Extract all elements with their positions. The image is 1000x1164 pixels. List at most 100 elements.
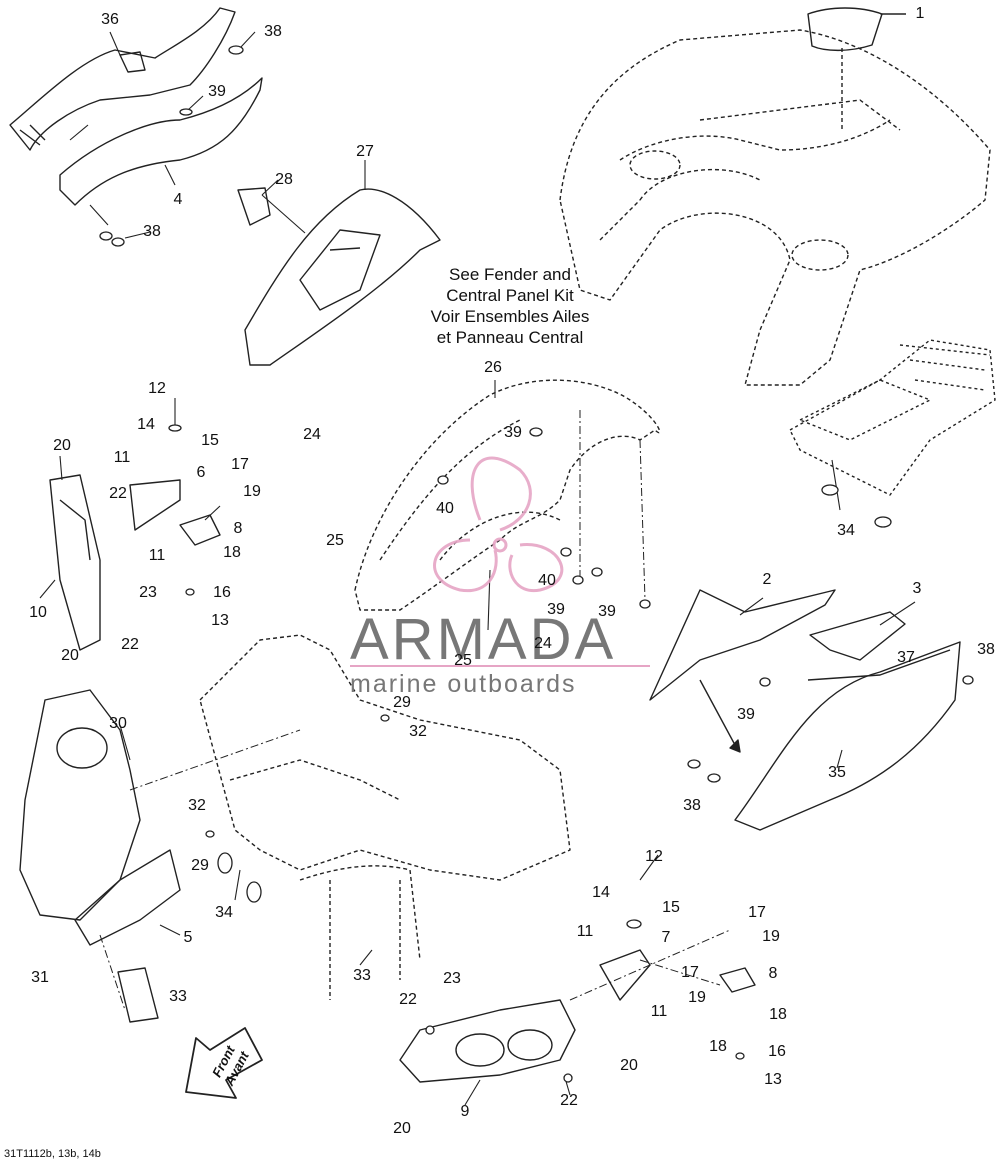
watermark-tagline: marine outboards: [350, 670, 577, 698]
part-callout-17: 17: [231, 456, 249, 473]
part-callout-8: 8: [233, 520, 243, 537]
part-callout-19: 19: [762, 928, 780, 945]
part-callout-10: 10: [29, 604, 47, 621]
part-callout-38: 38: [683, 797, 701, 814]
kit-reference-note: See Fender and Central Panel Kit Voir En…: [420, 264, 600, 348]
part-callout-40: 40: [436, 500, 454, 517]
part-callout-5: 5: [183, 929, 193, 946]
part-callout-20: 20: [53, 437, 71, 454]
part-callout-20: 20: [620, 1057, 638, 1074]
part-callout-34: 34: [215, 904, 233, 921]
part-callout-37: 37: [897, 649, 915, 666]
part-callout-14: 14: [592, 884, 610, 901]
front-body-part: [199, 634, 571, 1000]
part-callout-38: 38: [977, 641, 995, 658]
part-callout-39: 39: [598, 603, 616, 620]
kit-note-line: et Panneau Central: [436, 328, 584, 347]
part-callout-11: 11: [113, 449, 131, 466]
part-callout-11: 11: [650, 1003, 668, 1020]
part-callout-11: 11: [576, 923, 594, 940]
left-headlight-part: [49, 474, 181, 651]
left-side-panel-part: [9, 7, 263, 206]
part-callout-39: 39: [737, 706, 755, 723]
part-callout-25: 25: [326, 532, 344, 549]
part-callout-1: 1: [915, 5, 925, 22]
part-callout-26: 26: [484, 359, 502, 376]
part-callout-7: 7: [661, 929, 671, 946]
rear-rack-part: [789, 339, 996, 496]
front-direction-arrow: [185, 1027, 263, 1099]
part-callout-12: 12: [148, 380, 166, 397]
center-cover-part: [237, 187, 441, 366]
part-callout-23: 23: [139, 584, 157, 601]
part-callout-4: 4: [173, 191, 183, 208]
kit-note-line: Voir Ensembles Ailes: [430, 307, 590, 326]
fender-sticker-part: [807, 7, 883, 52]
part-callout-38: 38: [143, 223, 161, 240]
part-callout-18: 18: [709, 1038, 727, 1055]
part-callout-39: 39: [547, 601, 565, 618]
part-callout-13: 13: [211, 612, 229, 629]
part-callout-35: 35: [828, 764, 846, 781]
part-callout-6: 6: [196, 464, 206, 481]
part-callout-19: 19: [243, 483, 261, 500]
part-callout-18: 18: [223, 544, 241, 561]
part-callout-32: 32: [409, 723, 427, 740]
part-callout-34: 34: [837, 522, 855, 539]
part-callout-19: 19: [688, 989, 706, 1006]
part-callout-27: 27: [356, 143, 374, 160]
part-callout-39: 39: [504, 424, 522, 441]
part-callout-20: 20: [393, 1120, 411, 1137]
kit-note-line: See Fender and: [449, 265, 571, 284]
part-callout-23: 23: [443, 970, 461, 987]
part-callout-24: 24: [303, 426, 321, 443]
part-callout-29: 29: [191, 857, 209, 874]
right-side-panel-part: [649, 589, 961, 831]
part-callout-22: 22: [109, 485, 127, 502]
part-callout-38: 38: [264, 23, 282, 40]
part-callout-22: 22: [560, 1092, 578, 1109]
part-callout-16: 16: [768, 1043, 786, 1060]
front-fender-part: [354, 379, 661, 611]
bracket-33-part: [117, 967, 159, 1023]
part-callout-28: 28: [275, 171, 293, 188]
part-callout-8: 8: [768, 965, 778, 982]
watermark-propeller: [433, 456, 564, 593]
reference-code: 31T1112b, 13b, 14b: [4, 1148, 101, 1160]
part-callout-9: 9: [460, 1103, 470, 1120]
part-callout-2: 2: [762, 571, 772, 588]
part-callout-30: 30: [109, 715, 127, 732]
part-callout-11: 11: [148, 547, 166, 564]
part-callout-33: 33: [353, 967, 371, 984]
part-callout-29: 29: [393, 694, 411, 711]
part-callout-17: 17: [681, 964, 699, 981]
part-callout-15: 15: [662, 899, 680, 916]
watermark-brand-name: ARMADA: [350, 607, 617, 672]
part-callout-39: 39: [208, 83, 226, 100]
part-callout-31: 31: [31, 969, 49, 986]
part-callout-25: 25: [454, 652, 472, 669]
part-callout-3: 3: [912, 580, 922, 597]
kit-note-line: Central Panel Kit: [446, 286, 574, 305]
bracket-8-part: [179, 514, 221, 546]
part-callout-22: 22: [121, 636, 139, 653]
part-callout-22: 22: [399, 991, 417, 1008]
part-callout-15: 15: [201, 432, 219, 449]
part-callout-13: 13: [764, 1071, 782, 1088]
part-callout-40: 40: [538, 572, 556, 589]
part-callout-18: 18: [769, 1006, 787, 1023]
rear-fender-part: [559, 29, 991, 386]
part-callout-24: 24: [534, 635, 552, 652]
part-callout-16: 16: [213, 584, 231, 601]
part-callout-20: 20: [61, 647, 79, 664]
part-callout-14: 14: [137, 416, 155, 433]
part-callout-32: 32: [188, 797, 206, 814]
part-callout-36: 36: [101, 11, 119, 28]
part-callout-12: 12: [645, 848, 663, 865]
part-callout-33: 33: [169, 988, 187, 1005]
front-nose-part: [19, 689, 181, 946]
part-callout-17: 17: [748, 904, 766, 921]
watermark-divider: [350, 665, 650, 667]
